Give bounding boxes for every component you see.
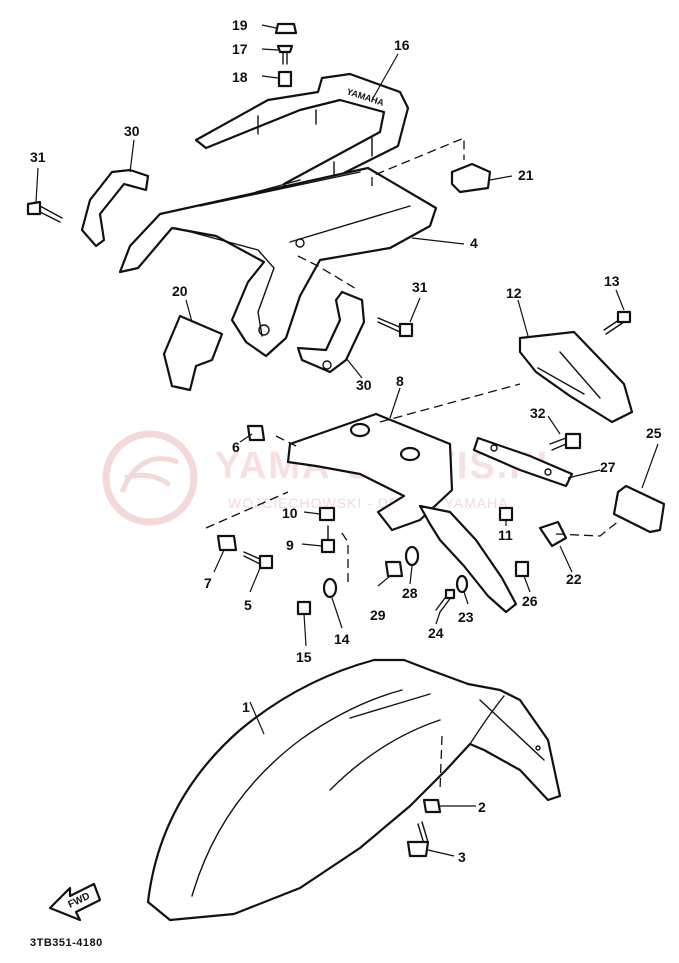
part-23-washer	[455, 574, 469, 594]
leader-lines	[35, 24, 659, 857]
part-31-bolt-right	[377, 317, 414, 338]
callout-25: 25	[646, 425, 662, 441]
part-10-nut	[318, 506, 336, 522]
part-15-nut	[296, 600, 312, 616]
part-stay	[418, 504, 518, 614]
callout-10: 10	[282, 505, 298, 521]
part-11-collar	[498, 506, 514, 522]
callout-17: 17	[232, 41, 248, 57]
callout-27: 27	[600, 459, 616, 475]
callout-32: 32	[530, 405, 546, 421]
part-6-nut	[246, 424, 266, 442]
callout-13: 13	[604, 273, 620, 289]
callout-9: 9	[286, 537, 294, 553]
part-20-cover	[162, 314, 224, 392]
part-22-bracket	[538, 520, 568, 548]
callout-6: 6	[232, 439, 240, 455]
watermark-logo-mark	[119, 456, 179, 493]
callout-18: 18	[232, 69, 248, 85]
callout-7: 7	[204, 575, 212, 591]
callout-14: 14	[334, 631, 350, 647]
callout-21: 21	[518, 167, 534, 183]
callout-3: 3	[458, 849, 466, 865]
part-27-plate	[472, 436, 574, 488]
part-19-cap	[274, 22, 298, 35]
part-30-handle-right	[296, 290, 366, 374]
callout-28: 28	[402, 585, 418, 601]
callout-8: 8	[396, 373, 404, 389]
part-32-bolt	[549, 432, 582, 451]
callout-30-top: 30	[124, 123, 140, 139]
callout-15: 15	[296, 649, 312, 665]
callout-labels: 19 17 18 16 30 31 21 4 20 31 13 12 30 8 …	[30, 17, 662, 865]
callout-31-right: 31	[412, 279, 428, 295]
part-17-bolt	[276, 44, 294, 65]
callout-16: 16	[394, 37, 410, 53]
part-5-bolt	[243, 551, 274, 570]
part-3-bolt	[406, 821, 430, 858]
callout-23: 23	[458, 609, 474, 625]
callout-22: 22	[566, 571, 582, 587]
part-21-pad	[450, 162, 492, 194]
part-18-collar	[277, 70, 293, 88]
callout-1: 1	[242, 699, 250, 715]
callout-29: 29	[370, 607, 386, 623]
diagram-code: 3TB351-4180	[30, 937, 103, 949]
part-7-collar	[216, 534, 238, 552]
callout-26: 26	[522, 593, 538, 609]
part-29-nut	[384, 560, 404, 578]
assembly-lines	[205, 137, 621, 791]
part-24-screw	[435, 588, 456, 613]
callout-20: 20	[172, 283, 188, 299]
part-12-tail-lens	[518, 330, 634, 424]
part-8-bracket	[286, 412, 454, 532]
callout-11: 11	[498, 527, 513, 543]
part-30-handle-left	[80, 168, 150, 248]
part-13-screw	[603, 310, 632, 335]
callout-12: 12	[506, 285, 522, 301]
callout-19: 19	[232, 17, 248, 33]
part-14-washer	[322, 577, 338, 599]
watermark-sub-text: WOJCIECHOWSKI - DEALER YAMAHA	[228, 495, 509, 511]
forward-arrow-icon: FWD	[48, 882, 102, 922]
part-28-washer	[404, 545, 420, 567]
part-2-nut	[422, 798, 442, 814]
part-4-rear-carrier	[118, 166, 438, 358]
part-31-bolt-left	[26, 200, 63, 223]
callout-24: 24	[428, 625, 444, 641]
callout-5: 5	[244, 597, 252, 613]
callout-30-bottom: 30	[356, 377, 372, 393]
callout-31-left: 31	[30, 149, 46, 165]
watermark-logo	[102, 430, 198, 526]
callout-2: 2	[478, 799, 486, 815]
part-9-bolt	[320, 525, 336, 554]
part-25-reflector	[612, 484, 666, 534]
part-1-rear-fender	[146, 658, 562, 922]
part-26-nut	[514, 560, 530, 578]
callout-4: 4	[470, 235, 478, 251]
